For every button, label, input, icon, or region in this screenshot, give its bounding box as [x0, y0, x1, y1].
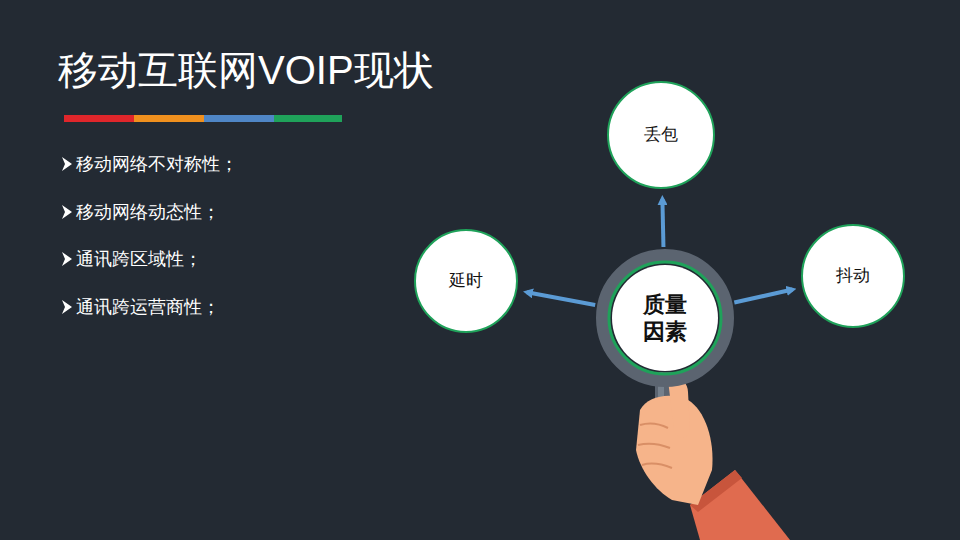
quality-circle: 抖动	[801, 224, 905, 328]
color-bar-green	[274, 115, 342, 122]
circle-label: 质量 因素	[640, 291, 691, 346]
arrow-connector	[734, 290, 792, 303]
finger-lines	[638, 424, 672, 468]
circle-label: 延时	[449, 270, 483, 291]
bullet-text: 移动网络动态性；	[76, 201, 220, 224]
quality-circle: 质量 因素	[612, 265, 718, 371]
color-bar-red	[64, 115, 134, 122]
circle-label: 抖动	[836, 265, 870, 286]
bullet-text: 移动网络不对称性；	[76, 153, 238, 176]
circle-text-group: 抖动	[836, 265, 870, 286]
bullet-markers	[62, 157, 72, 314]
arrow-connector	[662, 199, 663, 247]
quality-circle: 丢包	[607, 81, 715, 189]
arrow-connector	[527, 292, 595, 305]
slide-title: 移动互联网VOIP现状	[58, 46, 434, 94]
bullet-text: 通讯跨运营商性；	[76, 296, 220, 319]
magnifier-ring	[603, 256, 727, 380]
circle-label: 丢包	[644, 124, 678, 145]
circle-text-group: 质量 因素	[640, 291, 691, 346]
circle-text-group: 延时	[449, 270, 483, 291]
circle-text-group: 丢包	[644, 124, 678, 145]
color-bar-blue	[204, 115, 274, 122]
lens-rim	[609, 262, 721, 374]
color-bar-orange	[134, 115, 204, 122]
quality-circle: 延时	[414, 229, 518, 333]
bullet-text: 通讯跨区域性；	[76, 248, 202, 271]
